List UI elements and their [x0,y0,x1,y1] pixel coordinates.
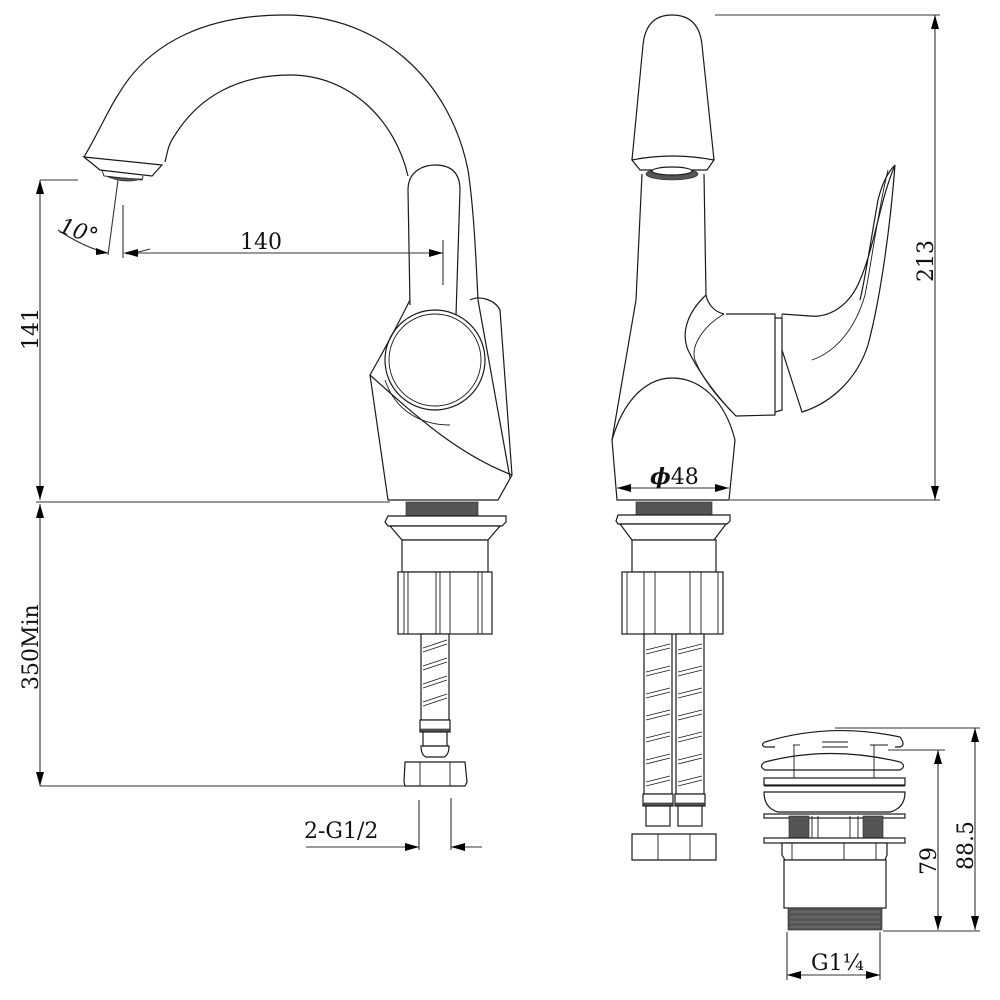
dim-drain-thread: G1¼ [786,932,881,980]
dim-drain-79: 79 [883,749,980,932]
dim-spout-reach: 140 [124,230,444,285]
label-spout-reach: 140 [240,230,282,255]
dim-base-diameter: ϕ48 [617,464,729,492]
label-drain-885: 88.5 [954,821,979,870]
label-total-height: 213 [914,240,939,282]
label-drain-thread: G1¼ [811,951,864,976]
label-base-diameter: ϕ48 [650,464,699,490]
dim-spout-height: 141 [19,179,390,503]
pop-up-drain [760,729,906,931]
label-spout-angle: 10° [56,214,101,250]
dim-spout-angle: 10° [56,179,151,258]
label-hose-length: 350Min [19,604,44,690]
dim-inlet-thread: 2-G1/2 [304,798,482,851]
dim-total-height: 213 [715,14,940,501]
dim-drain-885: 88.5 [835,727,980,930]
side-view-faucet [82,14,513,787]
front-view-faucet [611,14,896,861]
label-drain-79: 79 [917,847,942,875]
dim-hose-length: 350Min [19,504,405,787]
label-inlet-thread: 2-G1/2 [304,819,378,844]
label-spout-height: 141 [19,308,44,350]
